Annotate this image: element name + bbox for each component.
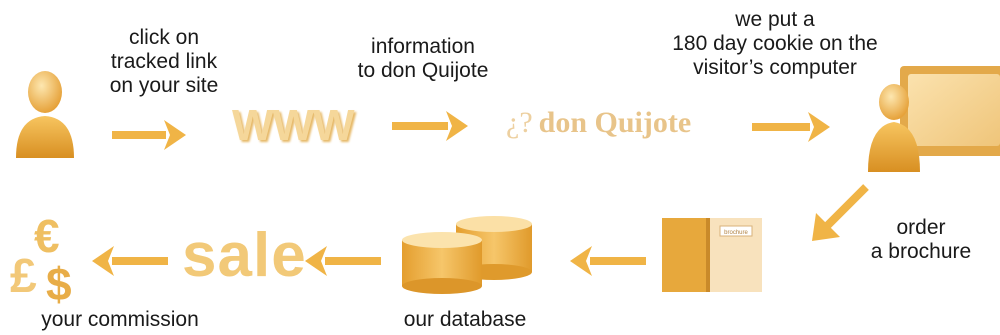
arrow-down-left-icon: [812, 184, 869, 241]
svg-text:€: €: [34, 210, 60, 262]
arrow-left-icon: [305, 246, 381, 276]
logo-mark: ¿?: [506, 106, 533, 139]
svg-text:$: $: [46, 258, 72, 310]
database-caption: our database: [403, 308, 527, 331]
arrow-left-icon: [570, 246, 646, 276]
order-caption: order a brochure: [870, 216, 972, 263]
logo-text: don Quijote: [538, 106, 692, 139]
person-icon: [16, 71, 74, 158]
arrow-right-icon: [392, 111, 468, 141]
arrow-left-icon: [92, 246, 168, 276]
www-label: WWW: [232, 101, 355, 150]
arrow-right-icon: [112, 120, 186, 150]
brochure-icon: brochure: [662, 218, 762, 292]
information-caption: information to don Quijote: [357, 35, 489, 82]
computer-user-icon: [868, 66, 1000, 172]
database-icon: [402, 216, 532, 294]
arrow-right-icon: [752, 112, 830, 142]
svg-text:£: £: [10, 250, 37, 303]
don-quijote-logo: ¿?don Quijote: [506, 106, 691, 140]
commission-caption: your commission: [41, 308, 199, 331]
currency-icon: € £ $: [10, 210, 72, 310]
brochure-label: brochure: [724, 230, 748, 236]
sale-label: sale: [182, 221, 307, 290]
click-caption: click on tracked link on your site: [109, 26, 219, 97]
cookie-caption: we put a 180 day cookie on the visitor’s…: [672, 8, 878, 79]
